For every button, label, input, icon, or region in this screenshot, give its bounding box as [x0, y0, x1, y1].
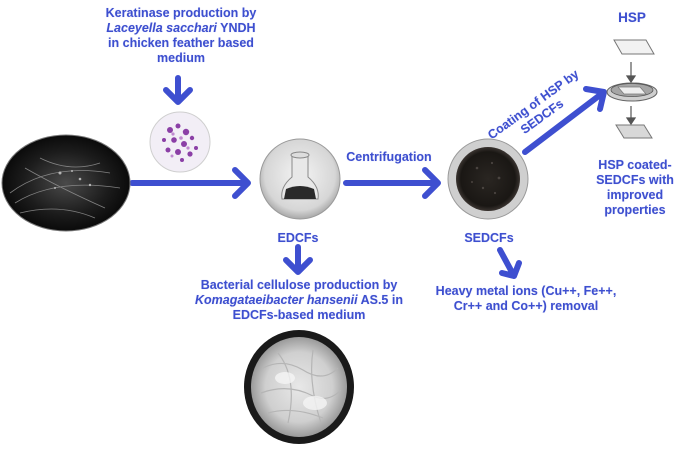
arrow-down-keratinase: [163, 75, 193, 105]
edcfs-label: EDCFs: [277, 231, 319, 245]
keratinase-production-label: Keratinase production by Laceyella sacch…: [95, 6, 267, 66]
cellulose-line1: Bacterial cellulose production by: [200, 278, 398, 292]
keratinase-line4: medium: [157, 51, 205, 65]
keratinase-line1: Keratinase production by: [105, 6, 257, 20]
centrifugation-label: Centrifugation: [346, 150, 432, 164]
heavy-metal-line1: Heavy metal ions (Cu++, Fe++,: [435, 284, 617, 298]
arrow-edcfs-to-sedcfs: [343, 167, 441, 199]
cellulose-line3: EDCFs-based medium: [232, 308, 366, 322]
arrow-sedcfs-to-hsp: [522, 86, 607, 155]
hsp-label: HSP: [618, 10, 646, 25]
heavy-metal-line2: Cr++ and Co++) removal: [453, 299, 599, 313]
bacterial-cellulose-label: Bacterial cellulose production by Komaga…: [190, 278, 408, 323]
cellulose-organism: Komagataeibacter hansenii: [195, 293, 358, 307]
edcfs-flask-image: [259, 138, 341, 220]
cellulose-strain: AS.5 in: [357, 293, 403, 307]
hsp-coated-line2: SEDCFs with: [596, 173, 674, 187]
hsp-coating-schematic: [606, 39, 658, 139]
hsp-coated-label: HSP coated- SEDCFs with improved propert…: [588, 158, 682, 218]
cellulose-line2: Komagataeibacter hansenii AS.5 in: [190, 293, 408, 308]
keratinase-line2: Laceyella sacchari YNDH: [95, 21, 267, 36]
arrow-sedcfs-to-heavy-metal: [497, 247, 522, 279]
heavy-metal-removal-label: Heavy metal ions (Cu++, Fe++, Cr++ and C…: [422, 284, 630, 314]
hsp-coated-line3: improved: [606, 188, 664, 202]
bacterial-cellulose-image: [244, 330, 354, 444]
keratinase-line3: in chicken feather based: [108, 36, 254, 50]
sedcfs-label: SEDCFs: [464, 231, 514, 245]
arrow-feathers-to-edcfs: [129, 167, 251, 199]
chicken-feathers-image: [1, 134, 131, 232]
hsp-coated-line1: HSP coated-: [598, 158, 672, 172]
arrow-down-edcfs: [283, 244, 313, 275]
keratinase-culture-image: [149, 111, 211, 173]
keratinase-strain: YNDH: [216, 21, 256, 35]
sedcfs-powder-image: [447, 138, 529, 220]
hsp-coated-line4: properties: [604, 203, 666, 217]
keratinase-organism: Laceyella sacchari: [106, 21, 217, 35]
